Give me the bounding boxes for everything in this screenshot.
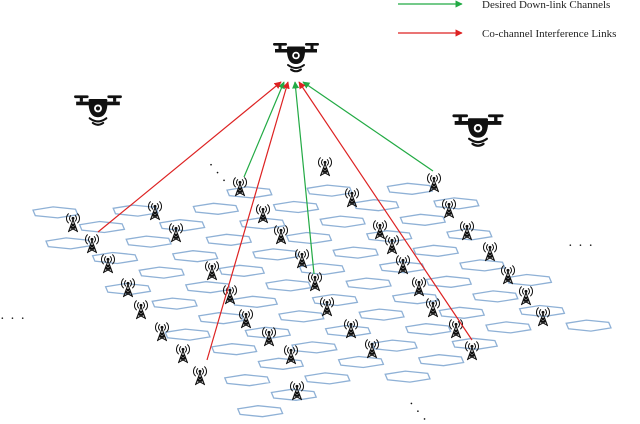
hexagonal-cell-icon [306, 184, 353, 197]
desired-downlink-arrow [292, 81, 315, 275]
base-station-tower-icon [317, 157, 333, 177]
base-station-towers [65, 157, 551, 401]
hexagonal-cell-icon [236, 405, 284, 418]
desired-downlink-arrow [302, 81, 434, 172]
interference-link-arrow [298, 81, 473, 341]
hexagonal-cell-icon [352, 199, 400, 212]
legend-interference-label: Co-channel Interference Links [482, 28, 616, 40]
hexagonal-cell-icon [138, 266, 185, 279]
drone-icon [73, 94, 123, 126]
hexagonal-cell-icon [337, 355, 385, 369]
hexagonal-cell-icon [151, 297, 198, 310]
hexagonal-cell-icon [298, 262, 346, 276]
ellipsis-right: · · · [568, 239, 594, 254]
hexagonal-cell-icon [252, 248, 299, 261]
hexagonal-cell-icon [164, 328, 211, 341]
channel-links [97, 81, 473, 361]
interference-link-arrow [206, 81, 290, 361]
ellipsis-bottom: · · · [403, 398, 431, 424]
base-station-tower-icon [273, 225, 289, 245]
drone-icon [272, 42, 320, 73]
hexagonal-cell-icon [291, 341, 338, 354]
hexagonal-cell-icon [485, 321, 532, 334]
desired-downlink-arrow [243, 81, 285, 178]
ellipsis-top-left: · · · [203, 159, 231, 189]
hexagonal-cell-icon [223, 374, 271, 387]
hexagonal-cell-icon [433, 197, 480, 210]
hexagonal-cell-icon [218, 264, 266, 277]
hexagonal-cell-icon [425, 275, 473, 288]
hexagonal-cell-icon [91, 251, 139, 265]
hexagonal-cell-icon [197, 312, 245, 325]
hexagonal-cell-icon [399, 213, 447, 226]
hexagonal-cell-icon [386, 182, 434, 195]
hexagonal-cell-icon [210, 343, 258, 356]
hexagonal-cell-icon [404, 323, 452, 336]
hexagonal-cell-icon [226, 186, 273, 199]
hexagonal-cell-icon [332, 246, 379, 259]
hexagonal-cell-icon [371, 339, 418, 352]
hexagonal-cell-icon [311, 293, 359, 307]
hexagonal-cell-icon [304, 372, 351, 385]
hexagonal-cell-icon [345, 277, 392, 290]
base-station-tower-icon [133, 300, 149, 320]
hexagonal-cell-icon [171, 250, 219, 263]
base-station-tower-icon [84, 234, 100, 254]
hexagonal-cell-icon [272, 200, 320, 214]
hexagonal-cell-icon [412, 244, 460, 257]
ellipsis-left: · · · [0, 312, 26, 327]
legend: Desired Down-link Channels Co-channel In… [398, 0, 616, 40]
hexagonal-cell-icon [324, 324, 372, 338]
hexagonal-cell-icon [505, 273, 553, 287]
hexagonal-cell-icon [125, 235, 172, 248]
hexagonal-cell-icon [438, 306, 486, 319]
base-station-tower-icon [204, 261, 220, 281]
drones [73, 42, 505, 147]
hexagonal-cell-icon [192, 202, 240, 215]
base-station-tower-icon [238, 309, 254, 329]
hexagonal-cell-icon [459, 259, 506, 272]
hexagonal-cell-icon [257, 357, 305, 370]
hexagonal-cell-icon [45, 237, 92, 250]
base-station-tower-icon [192, 366, 208, 386]
hexagonal-cell-icon [565, 319, 612, 332]
hexagonal-cell-icon [78, 220, 126, 234]
hexagonal-cell-icon [278, 310, 325, 323]
interference-link-arrow [97, 81, 282, 233]
hexagonal-cell-icon [384, 370, 431, 383]
hexagonal-cell-icon [358, 308, 405, 321]
hexagonal-cell-icon [184, 281, 232, 294]
hexagonal-cell-icon [205, 233, 253, 246]
base-station-tower-icon [154, 322, 170, 342]
drone-icon [451, 113, 505, 147]
hexagonal-cell-icon [32, 206, 79, 219]
hexagonal-cell-icon [231, 295, 279, 308]
legend-desired-label: Desired Down-link Channels [482, 0, 610, 11]
hexagonal-cell-icon [265, 279, 312, 292]
base-station-tower-icon [482, 242, 498, 262]
base-station-tower-icon [175, 344, 191, 364]
hexagonal-cell-icon [319, 215, 366, 228]
hexagonal-cell-icon [285, 231, 333, 245]
base-station-tower-icon [518, 286, 534, 306]
hexagonal-cell-icon [417, 354, 465, 367]
hexagonal-cell-icon [239, 217, 286, 230]
hexagonal-cell-icon [472, 290, 519, 303]
